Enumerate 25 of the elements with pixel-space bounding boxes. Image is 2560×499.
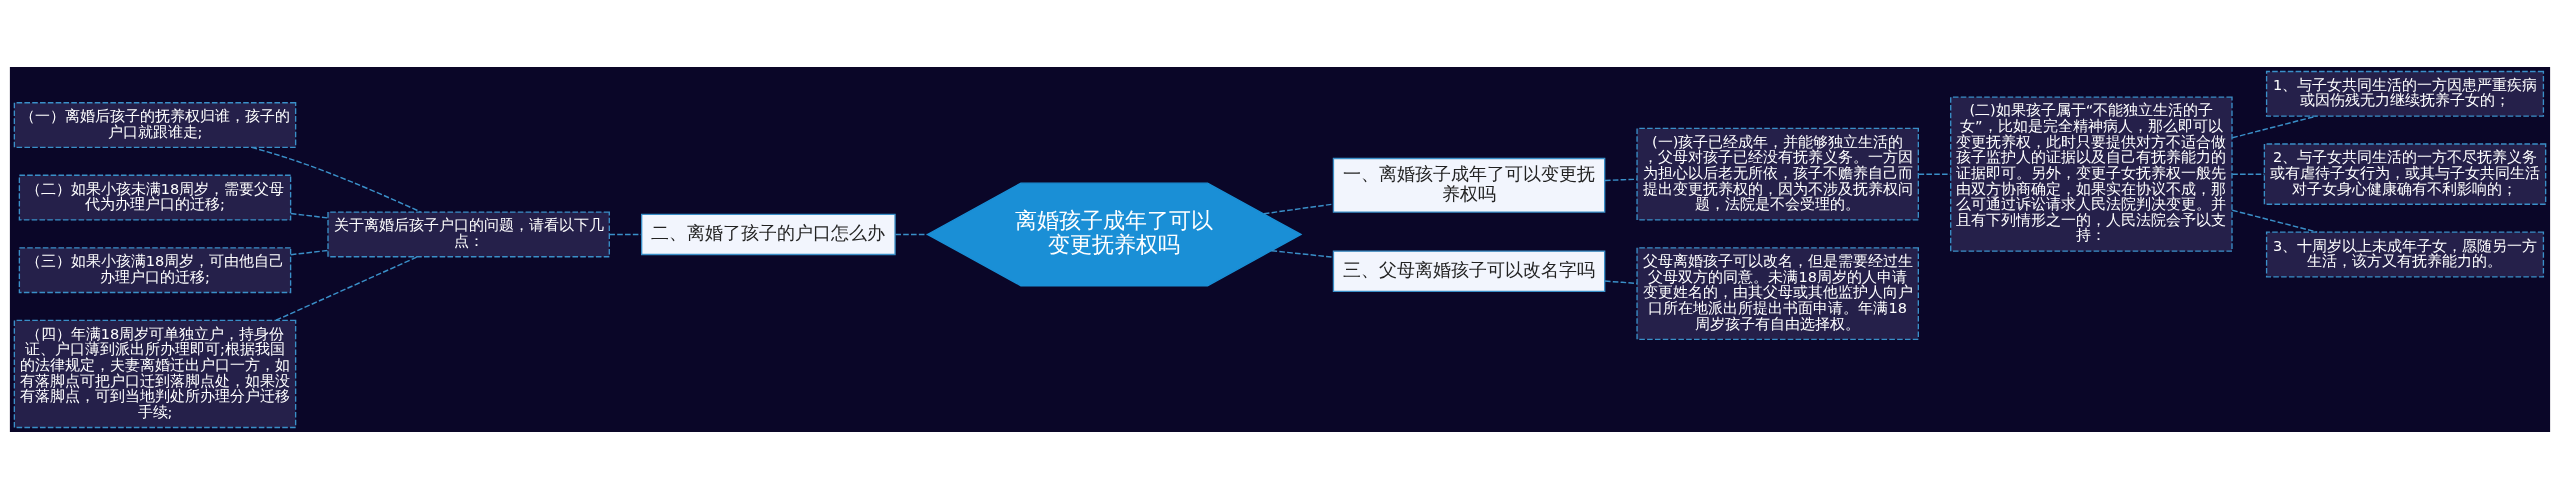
node-box: （四）年满18周岁可单独立户，持身份证、户口薄到派出所办理即可;根据我国的法律规定，夫妻离婚迁出户口一方，如有落脚点可把户口迁到落脚点处，如果没有落脚点，可到当地判处所办理分户迁移手续; [13, 319, 297, 429]
node-box: 1、与子女共同生活的一方因患严重疾病或因伤残无力继续抚养子女的； [2265, 70, 2545, 117]
node-box: （一）离婚后孩子的抚养权归谁，孩子的户口就跟谁走; [13, 102, 297, 149]
node-box: 三、父母离婚孩子可以改名字吗 [1332, 250, 1606, 293]
connector [290, 212, 329, 219]
connector [1270, 250, 1335, 258]
node-box: 3、十周岁以上未成年子女，愿随另一方生活，该方又有抚养能力的。 [2265, 231, 2545, 278]
connector [290, 249, 329, 256]
node-box: 2、与子女共同生活的一方不尽抚养义务或有虐待子女行为，或其与子女共同生活对子女身心健康确有不利影响的； [2263, 143, 2547, 205]
node-box: 父母离婚孩子可以改名，但是需要经过生父母双方的同意。未满18周岁的人申请变更姓名的，由其父母或其他监护人向户口所在地派出所提出书面申请。年满18周岁孩子有自由选择权。 [1636, 247, 1919, 341]
connector [1917, 173, 1952, 175]
connector [1604, 280, 1638, 285]
node-box: 关于离婚后孩子户口的问题，请看以下几点： [327, 211, 610, 258]
connector [2231, 209, 2318, 233]
node-box: (一)孩子已经成年，并能够独立生活的，父母对孩子已经没有抚养义务。一方因为担心以后老无所依，孩子不赡养自己而提出变更抚养权的，因为不涉及抚养权问题，法院是不会受理的。 [1636, 127, 1919, 221]
connector [2231, 115, 2318, 139]
connector [2231, 173, 2266, 175]
node-box: 一、离婚孩子成年了可以变更抚养权吗 [1332, 157, 1606, 213]
node-box: 二、离婚了孩子的户口怎么办 [641, 213, 896, 256]
connector [1604, 178, 1638, 182]
connector [275, 256, 419, 321]
node-box: （三）如果小孩满18周岁，可由他自己办理户口的迁移; [18, 247, 292, 294]
node-box: (二)如果孩子属于“不能独立生活的子女”，比如是完全精神病人，那么即可以变更抚养权，此时只要提供对方不适合做孩子监护人的证据以及自己有抚养能力的证据即可。另外，变更子女抚养权一般先由双方协商确定，如果实在协议不成，那么可通过诉讼请求人民法院判决变更。并且有下列情形之一的，人民法院会予以支持： [1950, 96, 2233, 252]
connector [1263, 203, 1334, 215]
node-box: （二）如果小孩未满18周岁，需要父母代为办理户口的迁移; [18, 174, 292, 221]
